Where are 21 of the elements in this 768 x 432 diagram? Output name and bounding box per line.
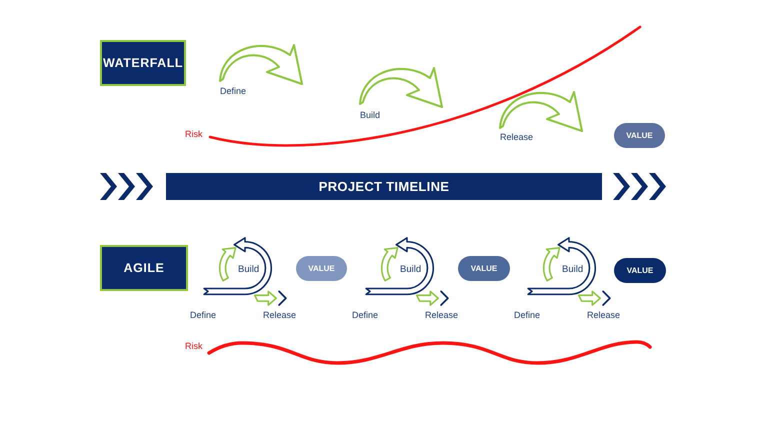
phase-label: Build bbox=[400, 264, 422, 275]
phase-label: Define bbox=[220, 86, 246, 97]
phase-label: Release bbox=[587, 310, 620, 321]
phase-label: Define bbox=[514, 310, 540, 321]
risk-label: Risk bbox=[185, 341, 202, 352]
phase-label: Define bbox=[352, 310, 378, 321]
value-pill: VALUE bbox=[614, 258, 666, 283]
method-box: WATERFALL bbox=[100, 40, 186, 86]
phase-label: Define bbox=[190, 310, 216, 321]
phase-label: Release bbox=[500, 132, 534, 143]
method-box: AGILE bbox=[100, 245, 188, 291]
phase-label: Build bbox=[562, 264, 584, 275]
value-pill: VALUE bbox=[296, 256, 347, 281]
timeline-banner: PROJECT TIMELINE bbox=[166, 173, 602, 200]
phase-label: Build bbox=[238, 264, 260, 275]
risk-label: Risk bbox=[185, 129, 202, 140]
value-pill: VALUE bbox=[614, 123, 665, 148]
value-pill: VALUE bbox=[458, 256, 510, 281]
phase-label: Build bbox=[360, 110, 380, 121]
phase-label: Release bbox=[425, 310, 458, 321]
phase-label: Release bbox=[263, 310, 296, 321]
